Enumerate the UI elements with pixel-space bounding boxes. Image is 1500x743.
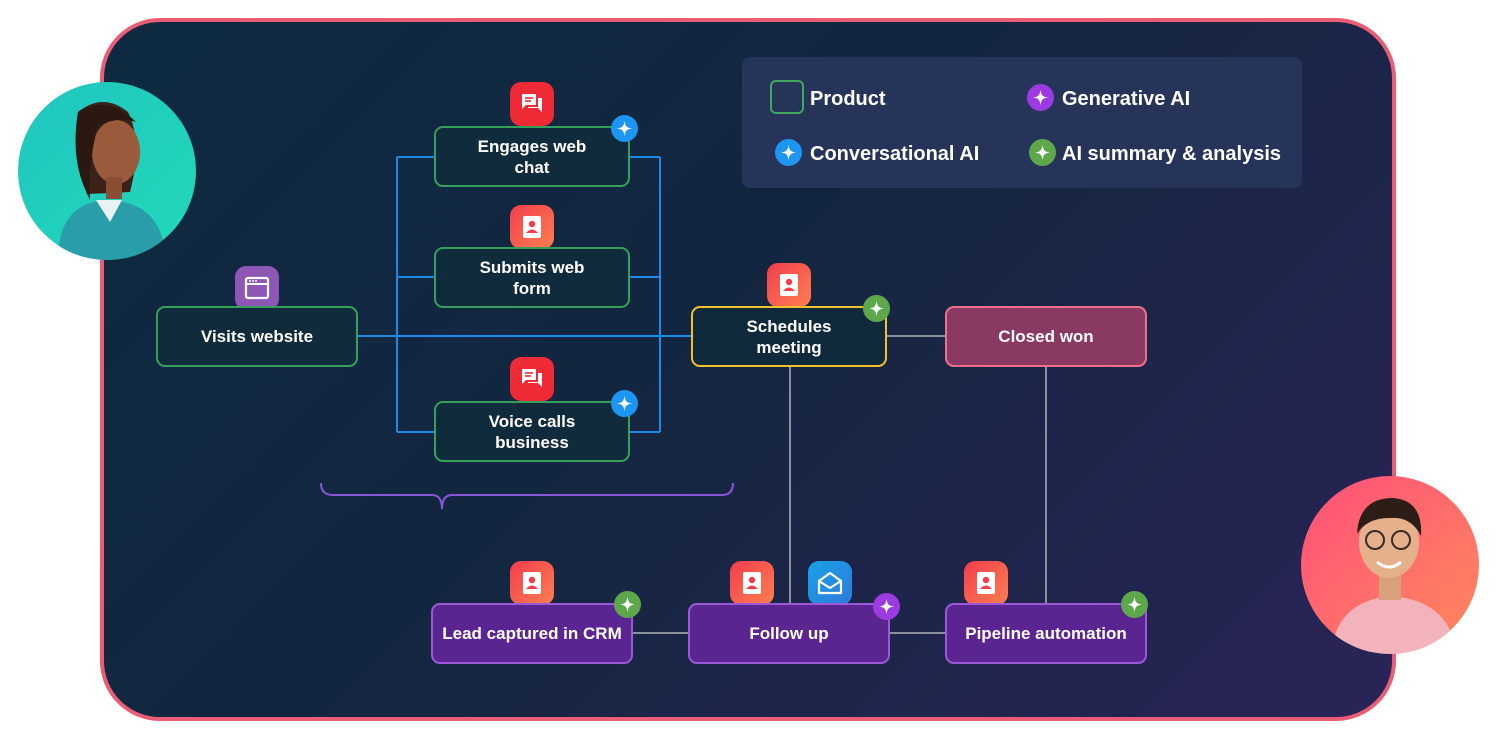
node-label: Voice calls business	[488, 411, 576, 452]
node-label: Follow up	[749, 624, 829, 643]
sparkle-icon	[1121, 591, 1148, 618]
legend-ai-summary-label: AI summary & analysis	[1062, 143, 1281, 165]
contact-card-icon	[730, 561, 774, 605]
browser-icon	[235, 266, 279, 310]
avatar	[18, 82, 196, 260]
node-pipeline-automation: Pipeline automation	[945, 603, 1147, 664]
node-visits-website: Visits website	[156, 306, 358, 367]
sparkle-icon	[614, 591, 641, 618]
chat-icon	[510, 82, 554, 126]
node-label: Engages web chat	[477, 136, 587, 177]
node-label: Lead captured in CRM	[442, 624, 622, 643]
node-label: Schedules meeting	[746, 316, 832, 357]
node-submits-web-form: Submits web form	[434, 247, 630, 308]
sparkle-icon	[611, 115, 638, 142]
node-label: Submits web form	[479, 257, 585, 298]
chat-icon	[510, 357, 554, 401]
contact-card-icon	[964, 561, 1008, 605]
contact-card-icon	[510, 205, 554, 249]
node-schedules-meeting: Schedules meeting	[691, 306, 887, 367]
sparkle-icon	[863, 295, 890, 322]
node-voice-calls-business: Voice calls business	[434, 401, 630, 462]
avatar	[1301, 476, 1479, 654]
node-closed-won: Closed won	[945, 306, 1147, 367]
node-lead-captured-in-crm: Lead captured in CRM	[431, 603, 633, 664]
contact-card-icon	[767, 263, 811, 307]
legend-product-label: Product	[810, 88, 886, 110]
sparkle-icon	[775, 139, 802, 166]
node-engages-web-chat: Engages web chat	[434, 126, 630, 187]
node-label: Pipeline automation	[965, 624, 1127, 643]
legend: Product Generative AI Conversational AI …	[742, 57, 1302, 188]
sparkle-icon	[873, 593, 900, 620]
legend-generative-ai-label: Generative AI	[1062, 88, 1191, 110]
sparkle-icon	[1027, 84, 1054, 111]
sparkle-icon	[611, 390, 638, 417]
node-follow-up: Follow up	[688, 603, 890, 664]
sparkle-icon	[1029, 139, 1056, 166]
contact-card-icon	[510, 561, 554, 605]
mail-icon	[808, 561, 852, 605]
node-label: Visits website	[200, 327, 314, 346]
product-swatch	[770, 80, 804, 114]
node-label: Closed won	[998, 327, 1094, 346]
legend-conversational-ai-label: Conversational AI	[810, 143, 980, 165]
